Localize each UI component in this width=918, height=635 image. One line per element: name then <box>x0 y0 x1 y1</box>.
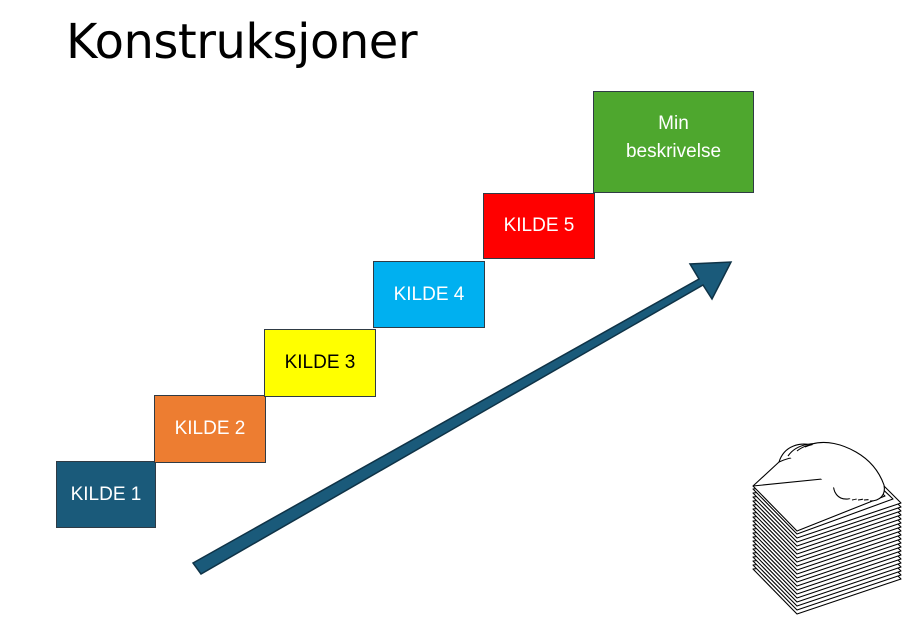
step-kilde-3: KILDE 3 <box>264 329 376 397</box>
slide-title: Konstruksjoner <box>66 14 418 70</box>
step-label: KILDE 5 <box>503 215 575 236</box>
step-kilde-4: KILDE 4 <box>373 261 485 328</box>
step-label-line-2: beskrivelse <box>625 141 722 162</box>
step-kilde-5: KILDE 5 <box>483 193 595 259</box>
step-kilde-2: KILDE 2 <box>154 395 266 463</box>
step-min-beskrivelse: Min beskrivelse <box>593 91 754 193</box>
step-label: Min beskrivelse <box>626 110 721 166</box>
paper-stack-icon <box>752 441 902 615</box>
step-label: KILDE 1 <box>70 483 142 505</box>
step-label: KILDE 2 <box>174 418 246 439</box>
up-right-arrow-icon <box>191 261 733 575</box>
step-label: KILDE 3 <box>284 352 356 373</box>
step-kilde-1: KILDE 1 <box>56 461 156 528</box>
step-label-line-1: Min <box>658 113 689 134</box>
step-label: KILDE 4 <box>393 283 465 305</box>
